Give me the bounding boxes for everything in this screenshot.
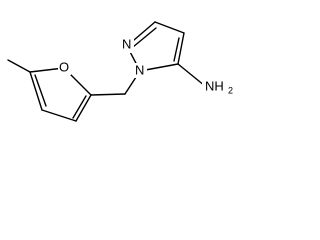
amine-mask bbox=[202, 79, 237, 96]
amine-label: NH bbox=[205, 78, 224, 93]
furan-oxygen-label: O bbox=[59, 59, 69, 74]
pyrazole-n1-mask bbox=[133, 63, 147, 78]
atom-labels: O N N NH 2 bbox=[59, 36, 233, 95]
bond-c2-ch2 bbox=[90, 93, 126, 96]
molecule-diagram: O N N NH 2 bbox=[0, 0, 246, 137]
canvas-background bbox=[0, 0, 246, 137]
bond-c3-c4 bbox=[154, 21, 185, 34]
bond-methyl-c5 bbox=[7, 59, 31, 73]
bond-c2-c3-double bbox=[72, 95, 87, 119]
bond-c4-c5 bbox=[177, 32, 185, 65]
amine-subscript: 2 bbox=[228, 85, 233, 95]
oxygen-mask bbox=[58, 60, 71, 75]
bond-c4-c5-double bbox=[34, 74, 47, 107]
label-masks bbox=[58, 38, 237, 96]
pyrazole-n2-mask bbox=[120, 38, 134, 53]
bond-c3-c4 bbox=[41, 109, 77, 122]
pyrazole-n2-label: N bbox=[122, 36, 131, 51]
bond-c4-c5 bbox=[29, 71, 43, 111]
bond-c5-nh2 bbox=[177, 63, 206, 87]
bond-c4-c5-double bbox=[173, 37, 180, 62]
bond-c2-c3 bbox=[75, 94, 92, 122]
pyrazole-n1-label: N bbox=[135, 62, 144, 77]
bond-n2-c3-double bbox=[132, 27, 157, 48]
